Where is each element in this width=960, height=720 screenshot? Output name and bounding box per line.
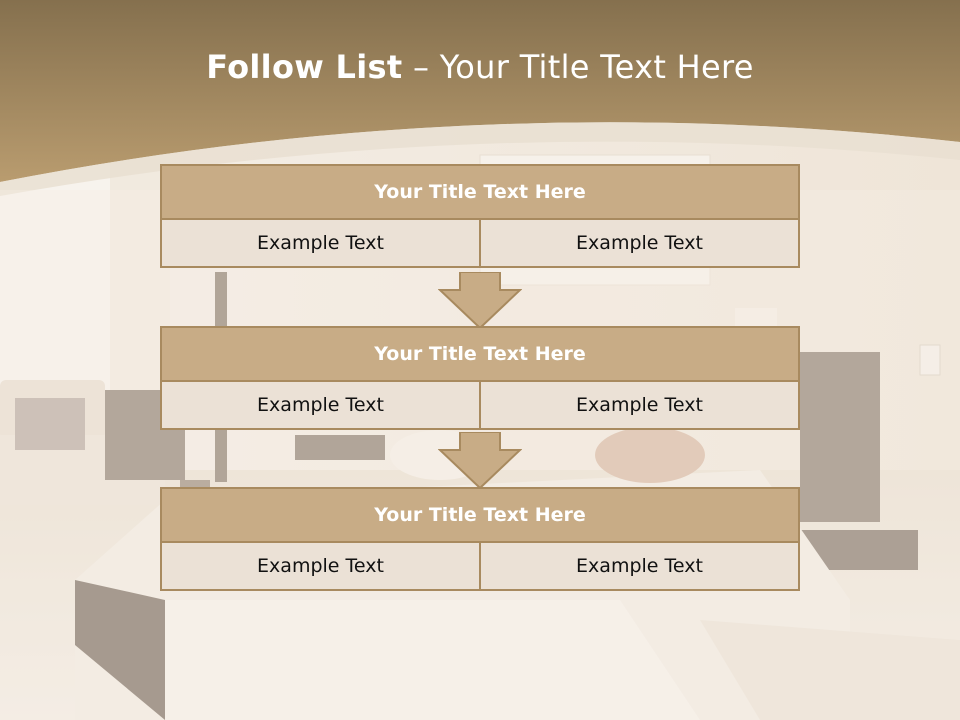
block-title: Your Title Text Here — [160, 164, 800, 220]
block-cell-right: Example Text — [479, 218, 800, 268]
block-cell-left: Example Text — [160, 541, 481, 591]
follow-list-block-3: Your Title Text Here Example Text Exampl… — [160, 487, 800, 591]
block-cell-right: Example Text — [479, 380, 800, 430]
down-arrow-icon — [438, 272, 522, 330]
block-cell-left: Example Text — [160, 218, 481, 268]
block-title: Your Title Text Here — [160, 487, 800, 543]
block-title: Your Title Text Here — [160, 326, 800, 382]
block-cell-left: Example Text — [160, 380, 481, 430]
slide-title-rest: – Your Title Text Here — [412, 48, 754, 86]
follow-list-block-2: Your Title Text Here Example Text Exampl… — [160, 326, 800, 430]
block-row: Example Text Example Text — [160, 541, 800, 591]
down-arrow-icon — [438, 432, 522, 490]
block-cell-right: Example Text — [479, 541, 800, 591]
block-row: Example Text Example Text — [160, 380, 800, 430]
slide-title-bold: Follow List — [206, 48, 403, 86]
follow-list-block-1: Your Title Text Here Example Text Exampl… — [160, 164, 800, 268]
slide-title: Follow List – Your Title Text Here — [0, 48, 960, 86]
block-row: Example Text Example Text — [160, 218, 800, 268]
